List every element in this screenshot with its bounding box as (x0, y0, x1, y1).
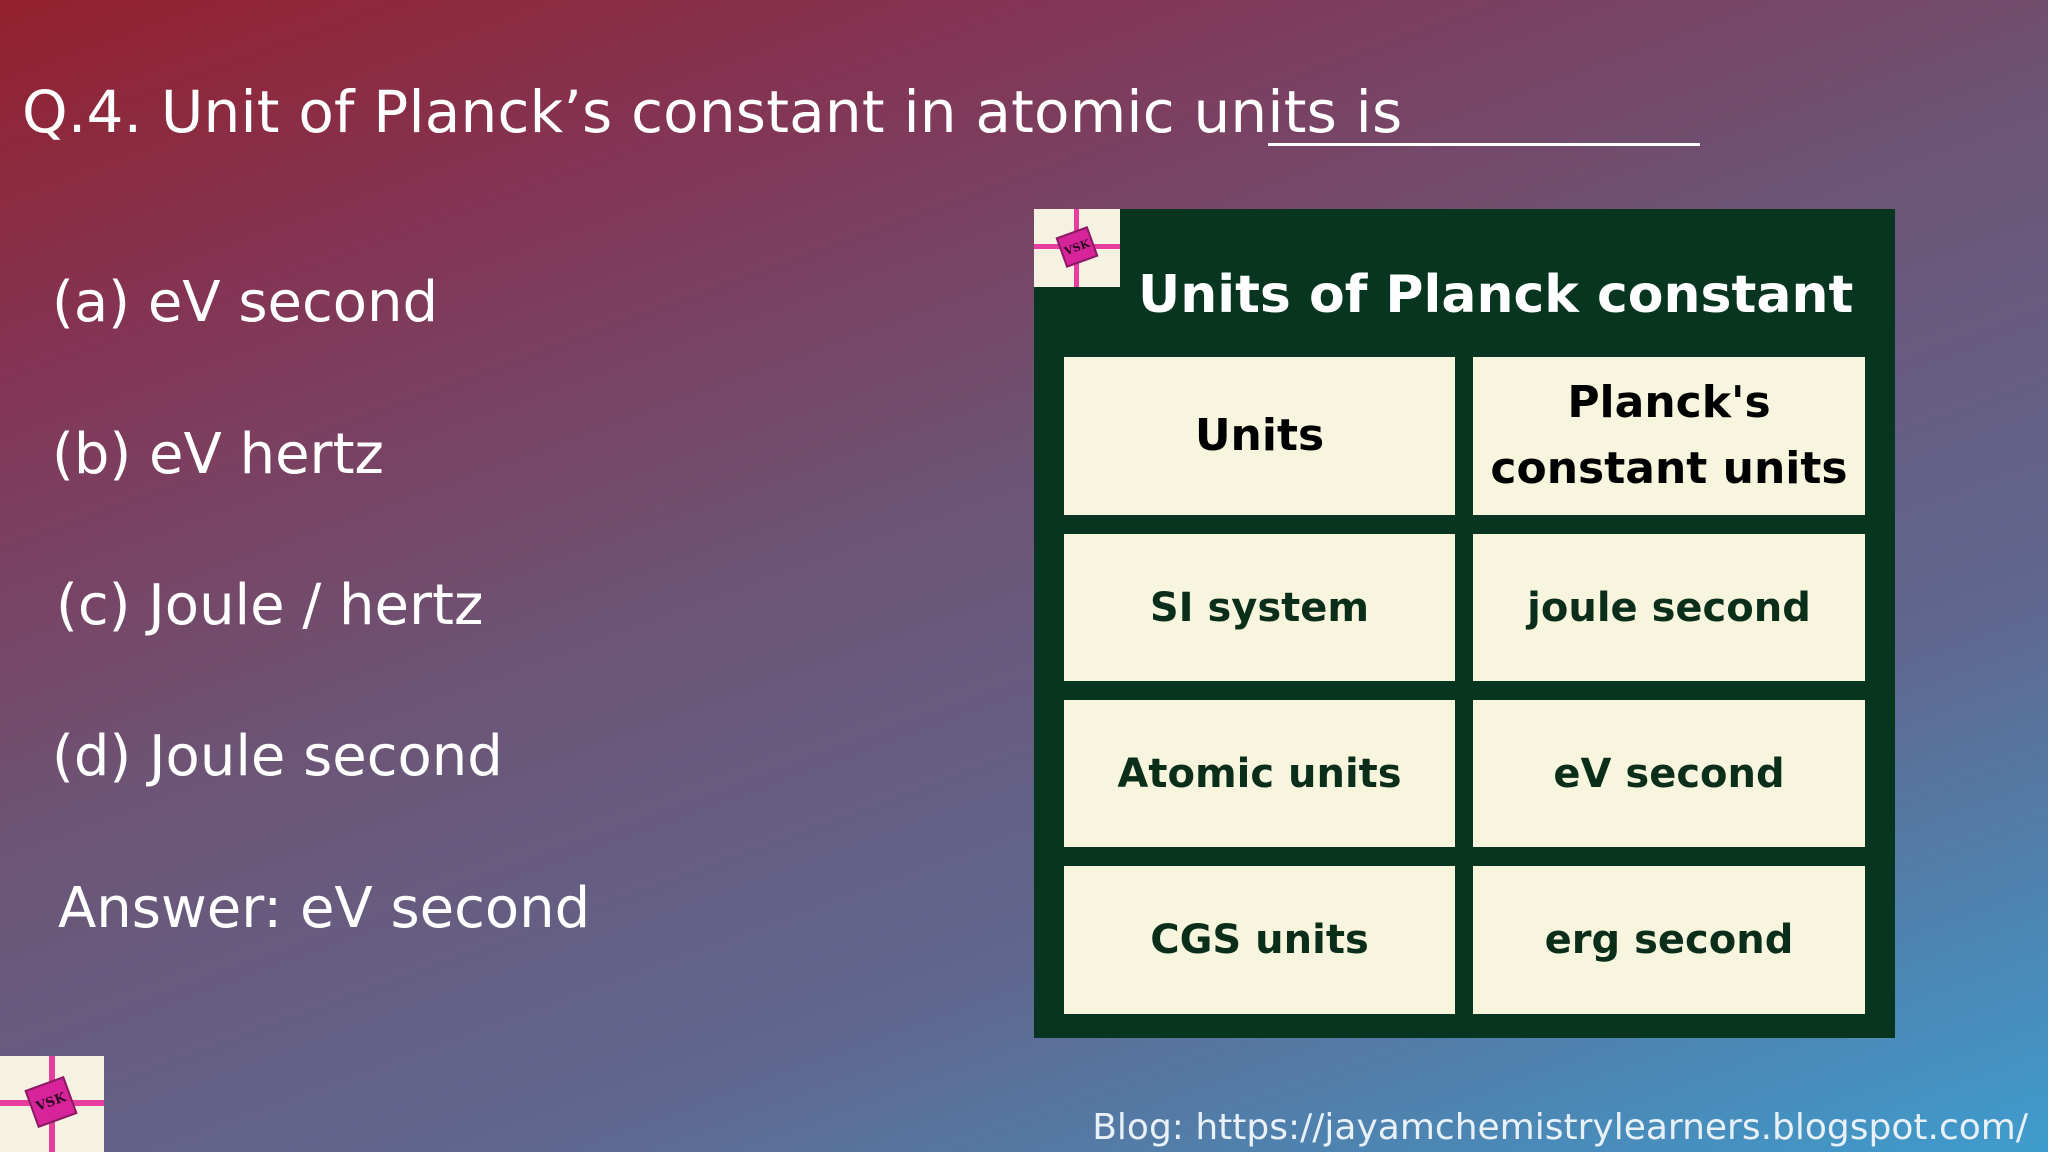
cell-erg-second: erg second (1473, 866, 1865, 1014)
cell-ev-second: eV second (1473, 700, 1865, 847)
corner-logo-icon: VSK (0, 1056, 104, 1152)
option-a: (a) eV second (52, 270, 439, 335)
header-planck-units: Planck's constant units (1473, 357, 1865, 515)
corner-logo-mark: VSK (24, 1076, 78, 1128)
cell-atomic-units: Atomic units (1064, 700, 1455, 847)
logo-icon: VSK (1034, 209, 1120, 287)
cell-cgs-units: CGS units (1064, 866, 1455, 1014)
logo-mark: VSK (1055, 226, 1099, 268)
units-table-panel: VSK Units of Planck constant Units Planc… (1034, 209, 1895, 1038)
option-c: (c) Joule / hertz (56, 573, 484, 638)
question-text: Q.4. Unit of Planck’s constant in atomic… (22, 78, 1403, 146)
option-b: (b) eV hertz (52, 422, 384, 487)
blog-link[interactable]: Blog: https://jayamchemistrylearners.blo… (1092, 1107, 2028, 1148)
table-title: Units of Planck constant (1138, 265, 1854, 325)
option-d: (d) Joule second (52, 724, 503, 789)
cell-joule-second: joule second (1473, 534, 1865, 681)
answer-text: Answer: eV second (58, 876, 591, 941)
header-units: Units (1064, 357, 1455, 515)
answer-blank (1268, 143, 1700, 146)
cell-si-system: SI system (1064, 534, 1455, 681)
